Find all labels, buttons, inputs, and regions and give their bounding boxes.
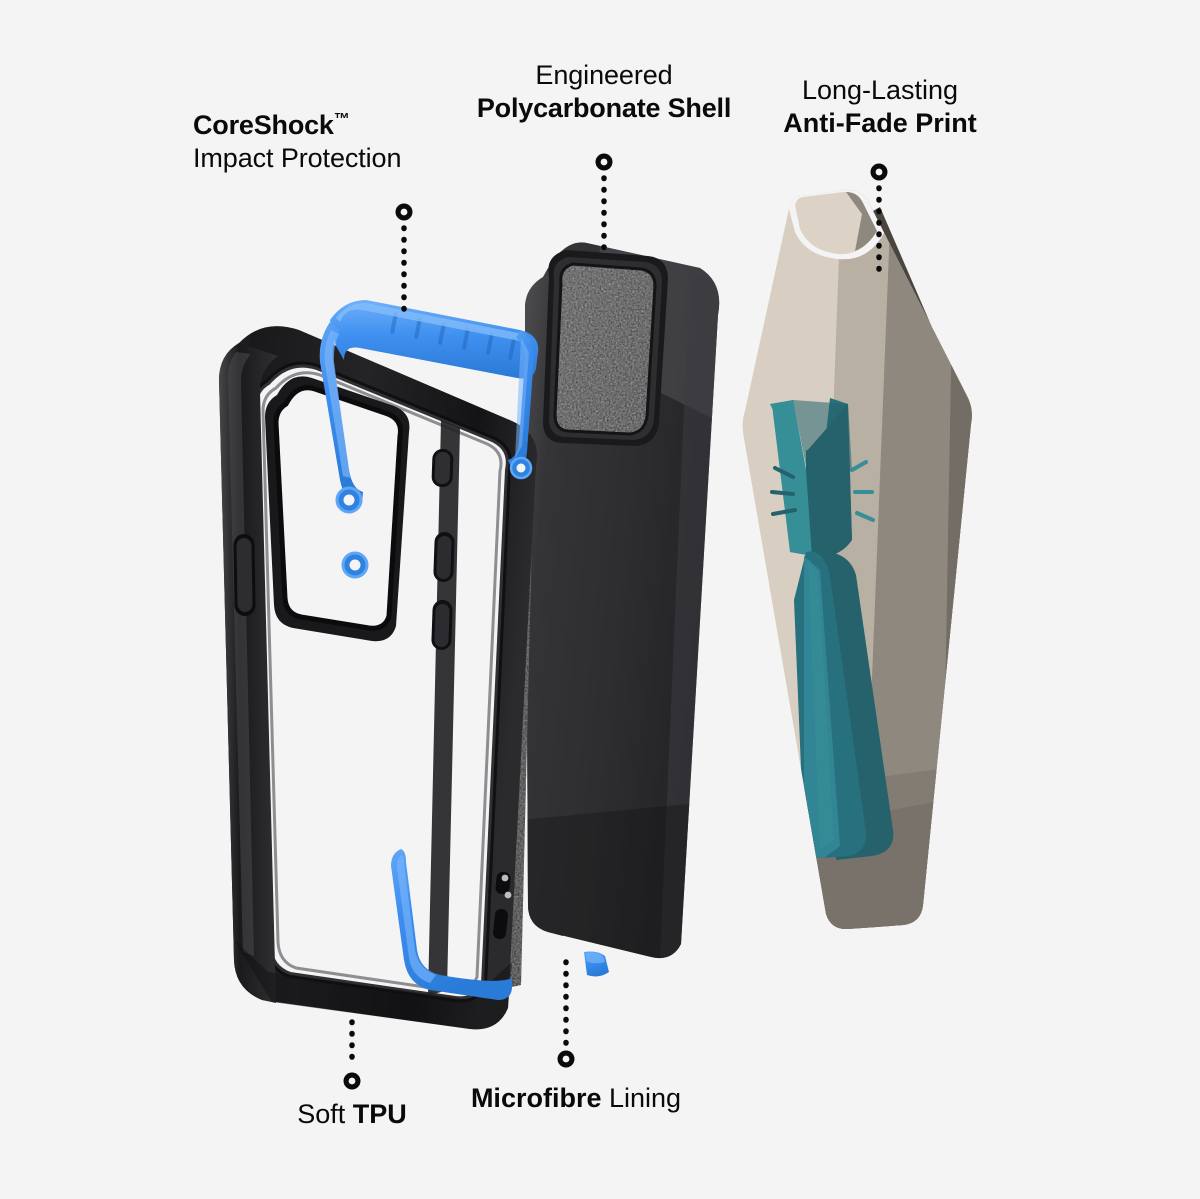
callout-soft-tpu-light: Soft — [297, 1099, 353, 1129]
leader-lines — [343, 153, 888, 1090]
trademark-symbol: ™ — [333, 111, 350, 128]
callout-polycarbonate-line2: Polycarbonate Shell — [476, 92, 732, 123]
leader-polycarbonate — [595, 153, 613, 258]
callout-polycarbonate: Engineered Polycarbonate Shell — [477, 59, 731, 125]
callout-soft-tpu: Soft TPU — [297, 1098, 407, 1131]
callout-polycarbonate-line1: Engineered — [535, 60, 673, 90]
power-button-cutout — [233, 533, 256, 616]
leader-coreshock — [395, 203, 413, 318]
polycarbonate-shell-layer — [525, 242, 720, 977]
action-button-cutout — [431, 449, 454, 488]
tpu-bumper-layer — [219, 300, 539, 1030]
volume-down-cutout — [431, 600, 453, 650]
callout-soft-tpu-bold: TPU — [352, 1099, 407, 1129]
leader-antifade — [870, 163, 888, 275]
callout-microfibre-line1: Microfibre Lining — [471, 1082, 681, 1115]
callout-coreshock: CoreShock™ Impact Protection — [193, 109, 402, 175]
leader-microfibre — [557, 959, 575, 1068]
callout-coreshock-line2: Impact Protection — [193, 142, 402, 173]
callout-antifade-print: Long-Lasting Anti-Fade Print — [783, 74, 977, 140]
callout-soft-tpu-line1: Soft TPU — [297, 1098, 407, 1131]
callout-microfibre-lining: Microfibre Lining — [471, 1082, 681, 1115]
callout-microfibre-light: Lining — [601, 1083, 682, 1113]
callout-antifade-line1: Long-Lasting — [801, 75, 959, 105]
callout-microfibre-bold: Microfibre — [470, 1083, 602, 1113]
coreshock-frame — [319, 300, 539, 1000]
callout-coreshock-line1: CoreShock™ — [193, 110, 350, 140]
coreshock-grommets — [335, 456, 533, 579]
leader-tpu — [343, 1019, 361, 1090]
volume-up-cutout — [433, 532, 455, 582]
speaker-grille — [493, 871, 512, 940]
callout-antifade-line2: Anti-Fade Print — [783, 107, 977, 138]
